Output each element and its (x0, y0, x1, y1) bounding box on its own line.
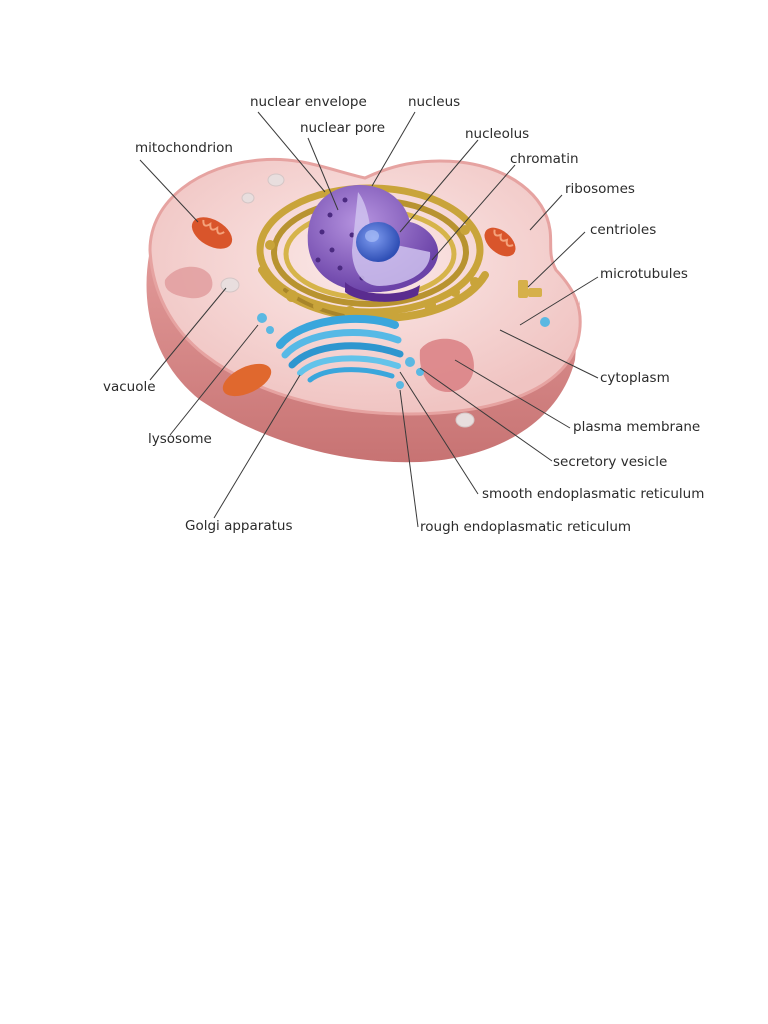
label-nucleus: nucleus (408, 94, 460, 110)
membrane-notch-left (164, 266, 213, 299)
label-centrioles: centrioles (590, 222, 656, 238)
label-golgi-apparatus: Golgi apparatus (185, 518, 292, 534)
label-secretory-vesicle: secretory vesicle (553, 454, 667, 470)
leader-lines (139, 111, 599, 528)
label-nuclear-pore: nuclear pore (300, 120, 385, 136)
nucleolus (356, 222, 400, 262)
label-cytoplasm: cytoplasm (600, 370, 670, 386)
centrioles (518, 280, 542, 298)
vesicles (257, 313, 550, 389)
labels: nuclear envelope nucleus nuclear pore nu… (103, 94, 704, 535)
label-mitochondrion: mitochondrion (135, 140, 233, 156)
label-nuclear-envelope: nuclear envelope (250, 94, 367, 110)
label-rough-er: rough endoplasmatic reticulum (420, 519, 631, 535)
golgi-apparatus (276, 314, 404, 383)
nucleus (307, 185, 439, 302)
label-lysosome: lysosome (148, 431, 212, 447)
label-microtubules: microtubules (600, 266, 688, 282)
label-smooth-er: smooth endoplasmatic reticulum (482, 486, 704, 502)
label-ribosomes: ribosomes (565, 181, 635, 197)
membrane-notch (419, 338, 474, 393)
label-vacuole: vacuole (103, 379, 156, 395)
label-plasma-membrane: plasma membrane (573, 419, 700, 435)
label-nucleolus: nucleolus (465, 126, 529, 142)
label-chromatin: chromatin (510, 151, 579, 167)
mitochondrion (191, 217, 516, 397)
vacuoles (220, 173, 475, 428)
